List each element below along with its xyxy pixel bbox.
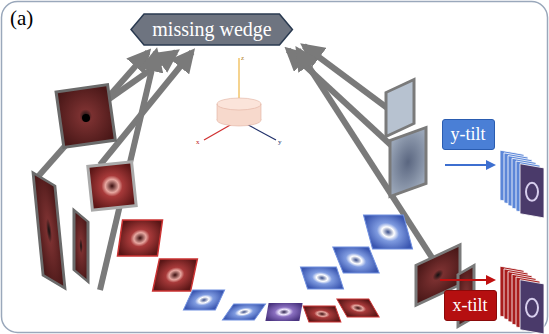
missing-wedge-label: missing wedge: [130, 13, 293, 46]
node-text: y-tilt: [451, 124, 486, 145]
y-tilt-label: y-tilt: [442, 119, 495, 150]
node-text: missing wedge: [152, 18, 271, 41]
axis-label: z: [241, 54, 244, 62]
axis-label: y: [278, 138, 282, 146]
x-tilt-label: x-tilt: [444, 290, 497, 321]
axis-label: x: [196, 138, 200, 146]
node-text: x-tilt: [453, 295, 488, 316]
panel-label: (a): [10, 6, 33, 31]
